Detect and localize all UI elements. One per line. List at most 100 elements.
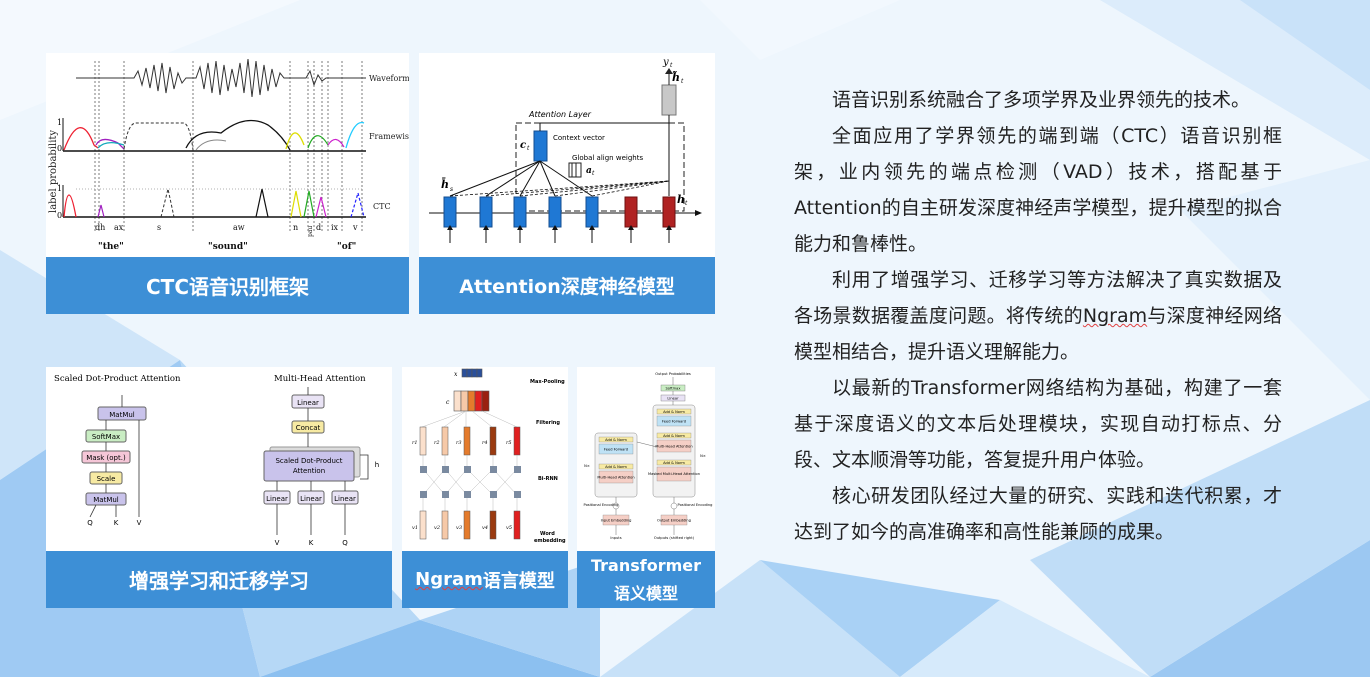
svg-text:"the": "the" (98, 242, 124, 252)
svg-text:a: a (586, 166, 592, 176)
svg-text:Add & Norm: Add & Norm (663, 410, 685, 414)
svg-text:Inputs: Inputs (610, 536, 621, 540)
svg-text:0: 0 (57, 144, 62, 153)
svg-text:r2: r2 (434, 440, 440, 446)
svg-text:r3: r3 (456, 440, 462, 446)
svg-text:Linear: Linear (266, 495, 288, 503)
svg-text:1: 1 (57, 184, 62, 193)
svg-text:Linear: Linear (300, 495, 322, 503)
svg-text:Framewise: Framewise (369, 132, 409, 141)
svg-text:MatMul: MatMul (109, 411, 135, 419)
paragraph-3-ngram: Ngram (1082, 305, 1148, 327)
svg-text:v5: v5 (506, 525, 512, 531)
svg-text:1: 1 (57, 118, 62, 127)
svg-text:Add & Norm: Add & Norm (605, 438, 627, 442)
paragraph-5: 核心研发团队经过大量的研究、实践和迭代积累，才达到了如今的高准确率和高性能兼顾的… (794, 485, 1282, 543)
svg-text:Add & Norm: Add & Norm (663, 434, 685, 438)
svg-text:r4: r4 (482, 440, 488, 446)
svg-text:Softmax: Softmax (666, 387, 682, 391)
attention-caption: Attention深度神经模型 (419, 257, 715, 314)
svg-text:Linear: Linear (334, 495, 356, 503)
svg-text:dh: dh (95, 223, 105, 232)
attention-card: y t h̃ t Attention Layer Context vector … (419, 53, 715, 314)
svg-text:Feed Forward: Feed Forward (604, 448, 628, 452)
svg-text:c: c (446, 399, 450, 406)
svg-text:Scaled Dot-Product Attention: Scaled Dot-Product Attention (54, 374, 181, 384)
svg-text:n: n (293, 223, 298, 232)
svg-text:Add & Norm: Add & Norm (663, 461, 685, 465)
svg-text:"of": "of" (337, 242, 356, 252)
svg-text:v1: v1 (412, 525, 418, 531)
ngram-caption-word: Ngram (415, 569, 483, 590)
svg-text:v4: v4 (482, 525, 488, 531)
svg-text:Positional Encoding: Positional Encoding (584, 503, 619, 507)
svg-text:Positional Encoding: Positional Encoding (678, 503, 713, 507)
paragraph-1: 语音识别系统融合了多项学界及业界领先的技术。 (832, 89, 1251, 111)
svg-text:Scaled Dot-Product: Scaled Dot-Product (275, 457, 342, 465)
svg-text:s: s (157, 223, 161, 232)
ctc-diagram: Waveform 1 0 Framewise 1 0 (48, 58, 409, 252)
svg-text:"sound": "sound" (208, 242, 248, 252)
svg-text:Outputs (shifted right): Outputs (shifted right) (654, 536, 695, 540)
svg-text:Multi-Head Attention: Multi-Head Attention (597, 476, 634, 480)
description-text: 语音识别系统融合了多项学界及业界领先的技术。 全面应用了学界领先的端到端（CTC… (794, 82, 1282, 550)
svg-text:h: h (677, 193, 685, 206)
attention-diagram: y t h̃ t Attention Layer Context vector … (429, 57, 702, 243)
svg-text:h: h (375, 461, 379, 469)
svg-text:y: y (662, 57, 669, 68)
svg-text:Context vector: Context vector (553, 134, 605, 142)
svg-text:r5: r5 (506, 440, 512, 446)
svg-text:V: V (275, 539, 280, 547)
svg-text:t: t (527, 145, 530, 152)
svg-text:t: t (685, 200, 688, 207)
svg-text:v3: v3 (456, 525, 462, 531)
svg-text:V: V (137, 519, 142, 527)
svg-text:Feed Forward: Feed Forward (662, 420, 686, 424)
svg-text:N×: N× (584, 464, 590, 468)
svg-text:K: K (114, 519, 119, 527)
svg-text:Filtering: Filtering (536, 420, 560, 426)
svg-text:Waveform: Waveform (369, 74, 409, 83)
multi-head-attention-diagram: Scaled Dot-Product Attention Multi-Head … (54, 374, 379, 547)
svg-text:Attention Layer: Attention Layer (528, 110, 592, 119)
svg-text:t: t (592, 170, 595, 177)
svg-text:d: d (316, 223, 321, 232)
svg-text:Multi-Head Attention: Multi-Head Attention (655, 445, 692, 449)
svg-text:0: 0 (57, 211, 62, 220)
svg-text:Output Embedding: Output Embedding (657, 519, 691, 523)
svg-text:Q: Q (342, 539, 348, 547)
ctc-caption: CTC语音识别框架 (46, 257, 409, 314)
svg-text:Bi-RNN: Bi-RNN (538, 476, 558, 482)
svg-text:s: s (450, 186, 453, 193)
svg-text:h̄: h̄ (441, 177, 449, 191)
svg-text:v2: v2 (434, 525, 440, 531)
svg-text:Mask (opt.): Mask (opt.) (86, 454, 126, 462)
svg-text:Multi-Head Attention: Multi-Head Attention (274, 374, 366, 384)
transformer-caption-line1: Transformer (590, 555, 701, 575)
ngram-caption-rest: 语言模型 (482, 570, 555, 592)
svg-text:Scale: Scale (97, 475, 116, 483)
transformer-diagram: Output Probabilities Softmax Linear Add … (584, 372, 713, 540)
transformer-caption: Transformer 语义模型 (577, 551, 715, 608)
svg-text:Max-Pooling: Max-Pooling (530, 379, 565, 385)
svg-text:c: c (520, 140, 526, 151)
svg-text:Attention: Attention (293, 467, 325, 475)
svg-text:t: t (670, 62, 673, 69)
svg-text:Input Embedding: Input Embedding (601, 519, 632, 523)
svg-text:Q: Q (87, 519, 93, 527)
svg-text:SoftMax: SoftMax (92, 433, 120, 441)
svg-text:t: t (681, 78, 684, 85)
svg-text:r1: r1 (412, 440, 418, 446)
svg-text:N×: N× (700, 454, 706, 458)
svg-text:label probability: label probability (48, 130, 59, 213)
svg-text:pau: pau (307, 226, 314, 237)
paragraph-3-a: 利用了增强学习、迁移学习等方法解决了真实数据及各场景数据覆盖度问题。将传统的 (794, 269, 1282, 327)
paragraph-3-b: 与深度神经网络模型相结合，提升语义理解能力。 (794, 305, 1282, 363)
transformer-caption-line2: 语义模型 (613, 583, 678, 603)
svg-text:CTC: CTC (373, 202, 391, 211)
svg-text:Global align weights: Global align weights (572, 154, 643, 162)
svg-text:h̃: h̃ (672, 71, 680, 84)
paragraph-2: 全面应用了学界领先的端到端（CTC）语音识别框架，业内领先的端点检测（VAD）技… (794, 125, 1282, 255)
